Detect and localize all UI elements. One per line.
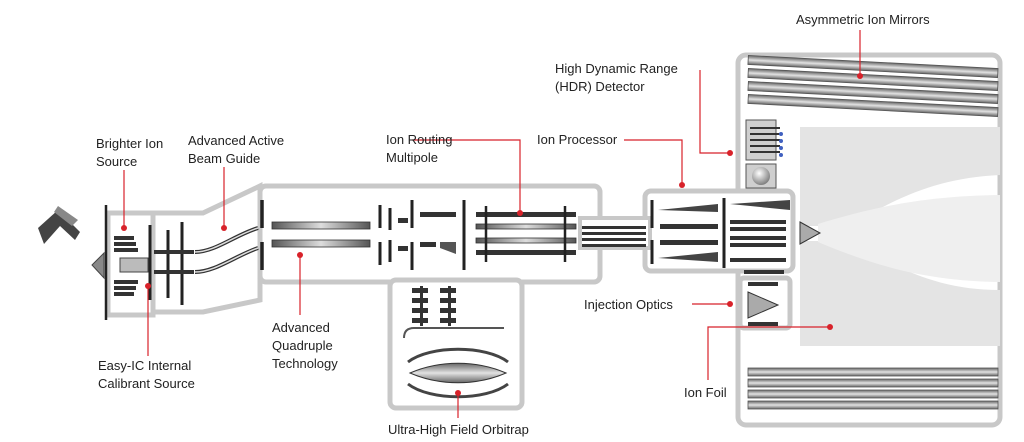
beam-guide [154,222,259,305]
orbitrap [403,286,509,399]
ion-processor [650,198,822,268]
label-ion-source-line2: Source [96,154,137,169]
asymmetric-ion-mirrors [747,55,999,410]
callouts [121,30,863,418]
quadrupole [260,200,466,270]
label-ion-foil: Ion Foil [684,385,727,400]
label-orbitrap: Ultra-High Field Orbitrap [388,422,529,437]
hdr-detector [745,119,783,189]
injection-optics [744,270,784,326]
label-easy-ic-line2: Calibrant Source [98,376,195,391]
ion-routing-multipole [475,206,646,262]
label-injection-optics: Injection Optics [584,297,673,312]
label-easy-ic-line1: Easy-IC Internal [98,358,191,373]
label-ion-routing-line1: Ion Routing [386,132,453,147]
label-quadrupole-line1: Advanced [272,320,330,335]
label-hdr-detector-line2: (HDR) Detector [555,79,645,94]
ion-source [38,205,152,320]
label-quadrupole-line3: Technology [272,356,338,371]
label-ion-routing-line2: Multipole [386,150,438,165]
ion-path [800,127,1000,346]
label-asymmetric-ion-mirrors: Asymmetric Ion Mirrors [796,12,930,27]
label-ion-source-line1: Brighter Ion [96,136,163,151]
label-beam-guide-line2: Beam Guide [188,151,260,166]
label-ion-processor: Ion Processor [537,132,618,147]
labels: Asymmetric Ion Mirrors High Dynamic Rang… [96,12,930,437]
label-hdr-detector-line1: High Dynamic Range [555,61,678,76]
label-quadrupole-line2: Quadruple [272,338,333,353]
label-beam-guide-line1: Advanced Active [188,133,284,148]
